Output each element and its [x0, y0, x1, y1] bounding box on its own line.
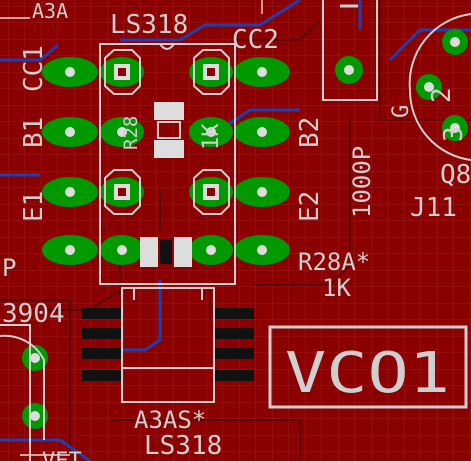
pad-square-3[interactable] — [100, 177, 144, 207]
pad-e1[interactable] — [42, 177, 98, 207]
smd-pad[interactable] — [214, 328, 254, 339]
label-cc2: CC2 — [232, 25, 279, 55]
pad-4b[interactable] — [100, 235, 144, 265]
label-pin3: 3 — [439, 126, 469, 142]
smd-pad[interactable] — [82, 328, 122, 339]
label-p-left: P — [2, 254, 16, 282]
smd-ic-pads[interactable] — [82, 308, 254, 381]
q8-pads[interactable] — [416, 29, 468, 141]
pad-4[interactable] — [42, 235, 98, 265]
label-3904: 3904 — [2, 299, 65, 329]
smd-pad[interactable] — [214, 348, 254, 359]
pad-2[interactable] — [100, 117, 144, 147]
r28-pad-bottom[interactable] — [154, 140, 184, 158]
label-r28a: R28A* — [298, 248, 370, 276]
pad-q8-2[interactable] — [416, 74, 442, 100]
ls318-pads[interactable] — [100, 57, 233, 265]
copper-pour-edge — [0, 299, 71, 461]
label-vco1: VCO1 — [285, 341, 450, 406]
label-vet: VET — [42, 449, 82, 461]
capacitor-pad[interactable] — [335, 56, 363, 84]
smd-pad[interactable] — [214, 308, 254, 319]
label-j11: J11 — [410, 193, 457, 223]
copper-pour-edge — [379, 0, 471, 121]
pad-q8-3[interactable] — [442, 115, 468, 141]
label-cc1: CC1 — [19, 45, 49, 92]
r28a-smd-pads[interactable] — [140, 237, 192, 267]
smd-pad[interactable] — [82, 348, 122, 359]
dip-pads-right[interactable] — [234, 57, 290, 265]
r28-pad-top[interactable] — [154, 102, 184, 120]
r28-body — [157, 121, 181, 139]
label-cap-value: 1000P — [348, 146, 376, 218]
label-e2: E2 — [295, 191, 325, 222]
label-a3as: A3AS* — [134, 406, 206, 434]
pad-b2[interactable] — [234, 117, 290, 147]
label-r28: R28 — [120, 116, 142, 150]
label-g: G — [389, 105, 414, 118]
label-b1: B1 — [19, 117, 49, 148]
smd-pad[interactable] — [214, 370, 254, 381]
pad-cc2[interactable] — [234, 57, 290, 87]
vco1-label-box[interactable] — [268, 325, 468, 409]
r28a-body — [160, 240, 172, 264]
pad-square-7[interactable] — [189, 177, 233, 207]
smd-pad[interactable] — [82, 370, 122, 381]
pad-lt-1[interactable] — [22, 345, 48, 371]
pad-lt-2[interactable] — [22, 403, 48, 429]
dip-pads-left[interactable] — [42, 57, 98, 265]
r28a-pad-right[interactable] — [174, 237, 192, 267]
label-r28a-value: 1K — [322, 274, 351, 302]
label-q8: Q8 — [440, 160, 471, 190]
pad-8[interactable] — [189, 235, 233, 265]
pad-b1[interactable] — [42, 117, 98, 147]
left-transistor-pads[interactable] — [22, 345, 48, 429]
smd-pad[interactable] — [82, 308, 122, 319]
label-ls318-top: LS318 — [110, 10, 188, 40]
pad-square-5[interactable] — [189, 57, 233, 87]
pad-square-1[interactable] — [100, 57, 144, 87]
pad-r28a[interactable] — [234, 235, 290, 265]
pad-6[interactable] — [189, 117, 233, 147]
ratsnest-lines — [0, 0, 263, 456]
label-ls318-bottom: LS318 — [144, 431, 222, 461]
pad-e2[interactable] — [234, 177, 290, 207]
label-pin2: 2 — [427, 87, 457, 103]
label-b2: B2 — [295, 117, 325, 148]
r28a-pad-left[interactable] — [140, 237, 158, 267]
pad-q8-1[interactable] — [442, 29, 468, 55]
pad-cc1[interactable] — [42, 57, 98, 87]
label-r28-value: 1K — [199, 123, 224, 150]
r28-smd-pads[interactable] — [154, 102, 184, 158]
label-e1: E1 — [19, 191, 49, 222]
label-a3a-top: A3A — [32, 0, 68, 23]
